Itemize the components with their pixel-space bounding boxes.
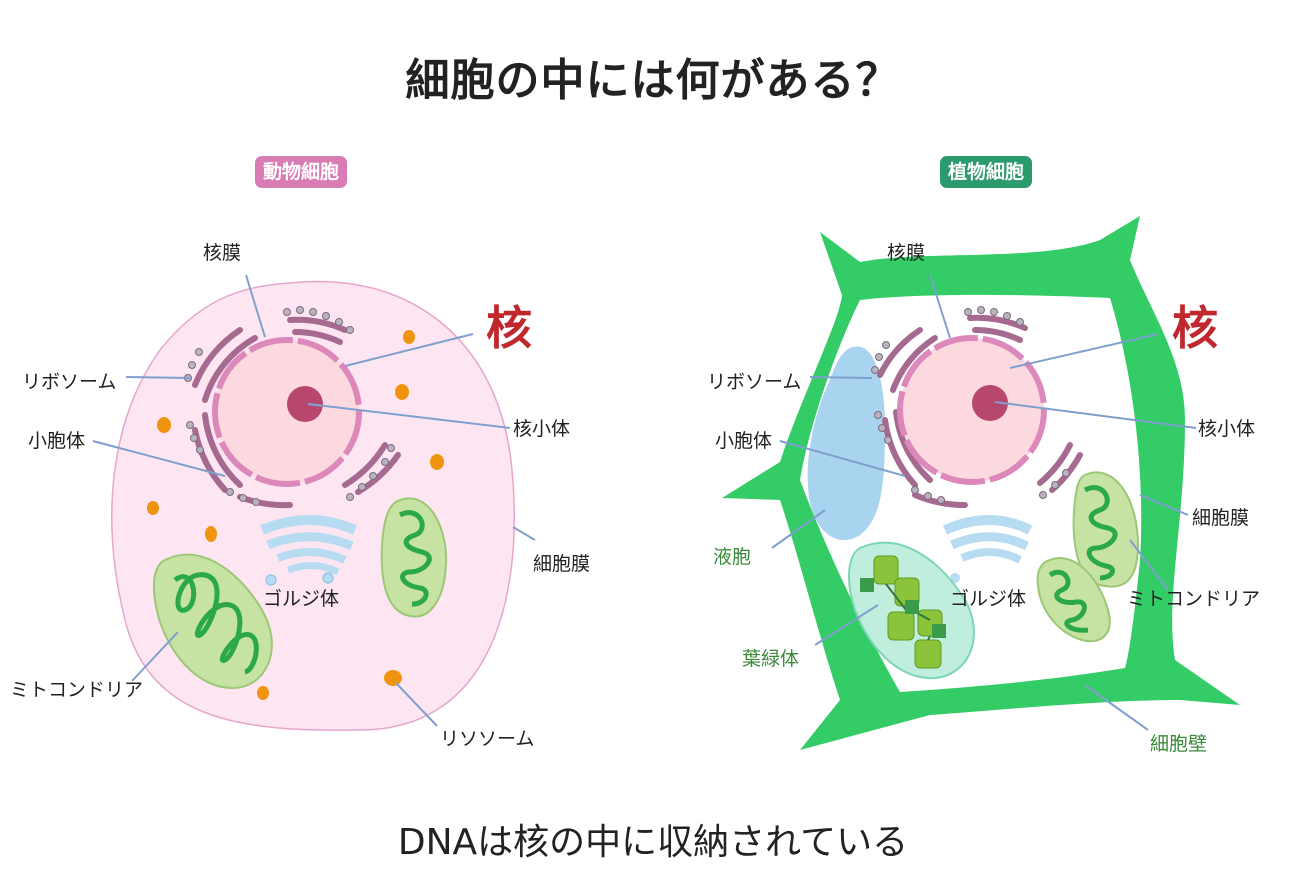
- animal-ribosomes: [184, 306, 395, 506]
- plant-nuclear-envelope-label: 核膜: [887, 242, 925, 264]
- plant-mitochondrion-1: [1072, 471, 1140, 588]
- animal-leader-lines: [92, 274, 536, 727]
- animal-cell: 核膜 核 リボソーム 核小体 小胞体 細胞膜 ゴルジ体 ミトコンドリア リソソー…: [10, 242, 590, 750]
- animal-cell-membrane-label: 細胞膜: [533, 553, 590, 575]
- animal-lysosomes: [147, 330, 444, 700]
- plant-nuclear-envelope: [897, 335, 1047, 485]
- plant-endoplasmic-reticulum: [877, 314, 1083, 509]
- animal-nucleolus: [287, 386, 323, 422]
- animal-mitochondrion-1: [152, 553, 273, 690]
- plant-ribosomes: [871, 306, 1070, 504]
- footer-caption: DNAは核の中に収納されている: [397, 822, 909, 863]
- plant-ribosome-label: リボソーム: [707, 371, 801, 393]
- plant-vacuole: [807, 346, 885, 541]
- plant-golgi: [942, 515, 1033, 583]
- plant-mitochondrion-2: [1036, 557, 1111, 643]
- animal-mitochondria-label: ミトコンドリア: [10, 679, 143, 701]
- plant-chloroplast-label: 葉緑体: [742, 648, 799, 670]
- plant-cell: 核膜 核 リボソーム 核小体 小胞体 細胞膜 液胞 ゴルジ体 ミトコンドリア 葉…: [707, 216, 1260, 755]
- animal-nucleolus-label: 核小体: [513, 418, 570, 440]
- plant-chloroplast: [848, 541, 975, 680]
- plant-cell-wall-label: 細胞壁: [1150, 733, 1207, 755]
- animal-ribosome-label: リボソーム: [22, 371, 116, 393]
- plant-nucleolus: [972, 385, 1008, 421]
- animal-lysosome-label: リソソーム: [440, 728, 534, 750]
- animal-nuclear-envelope: [212, 337, 362, 487]
- page-title: 細胞の中には何がある？: [405, 55, 901, 106]
- animal-nuclear-envelope-label: 核膜: [203, 242, 241, 264]
- animal-nucleus-label: 核: [486, 301, 532, 355]
- animal-golgi-label: ゴルジ体: [263, 588, 339, 610]
- animal-mitochondrion-2: [380, 497, 448, 618]
- animal-golgi: [260, 515, 358, 586]
- animal-vesicle-label: 小胞体: [28, 430, 85, 452]
- plant-cell-wall: [722, 216, 1240, 750]
- animal-nucleus: [215, 340, 359, 484]
- plant-nucleus-label: 核: [1172, 301, 1218, 355]
- plant-leader-lines: [771, 274, 1197, 731]
- plant-nucleolus-label: 核小体: [1198, 418, 1255, 440]
- animal-cell-badge: 動物細胞: [255, 156, 348, 188]
- plant-golgi-label: ゴルジ体: [950, 588, 1026, 610]
- plant-cell-membrane-label: 細胞膜: [1192, 507, 1249, 529]
- plant-mitochondria-label: ミトコンドリア: [1127, 588, 1260, 610]
- plant-nucleus: [900, 338, 1044, 482]
- plant-cell-badge: 植物細胞: [940, 156, 1033, 188]
- plant-vacuole-label: 液胞: [713, 546, 751, 568]
- plant-vesicle-label: 小胞体: [715, 430, 772, 452]
